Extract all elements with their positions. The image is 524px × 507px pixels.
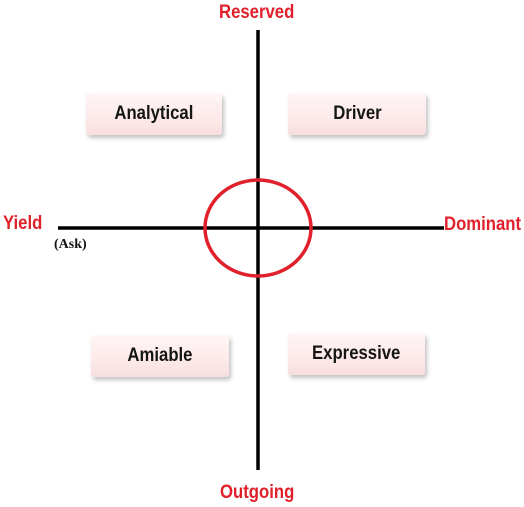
quadrant-label-analytical: Analytical bbox=[114, 103, 194, 124]
quadrant-label-amiable: Amiable bbox=[127, 345, 193, 366]
axis-label-left: Yield bbox=[3, 213, 43, 234]
center-circle bbox=[203, 178, 313, 278]
axis-label-bottom: Outgoing bbox=[220, 482, 295, 503]
quadrant-label-driver: Driver bbox=[332, 103, 382, 124]
quadrant-box-driver: Driver bbox=[288, 93, 426, 135]
quadrant-box-amiable: Amiable bbox=[91, 335, 229, 377]
quadrant-box-analytical: Analytical bbox=[86, 93, 222, 135]
quadrant-label-expressive: Expressive bbox=[312, 343, 401, 364]
axis-label-right: Dominant bbox=[444, 214, 522, 235]
axis-label-top: Reserved bbox=[219, 2, 295, 23]
quadrant-box-expressive: Expressive bbox=[288, 333, 425, 375]
axis-sublabel-left: (Ask) bbox=[54, 237, 87, 252]
